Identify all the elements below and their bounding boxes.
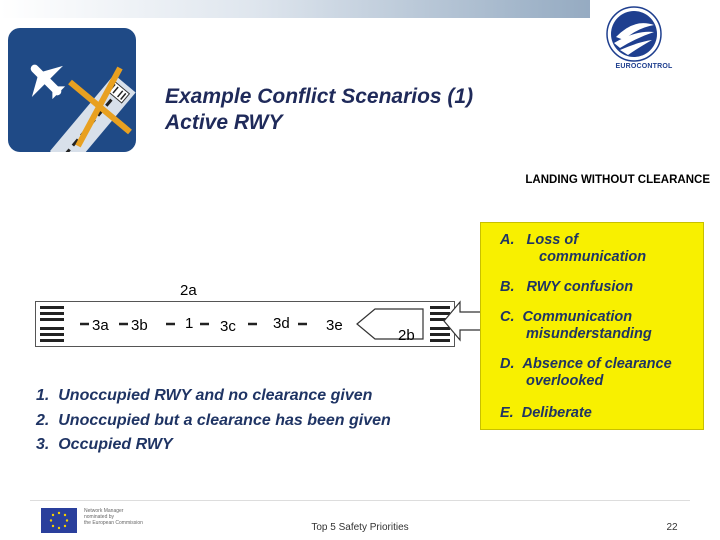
cause-e-letter: E.: [500, 405, 514, 421]
scenario-number: 1.: [36, 387, 50, 404]
position-3d-label: 3d: [273, 315, 290, 332]
scenario-text: Unoccupied RWY and no clearance given: [58, 387, 373, 404]
eu-caption-line-3: the European Commission: [84, 520, 143, 526]
page-number: 22: [666, 522, 678, 533]
cause-e: E. Deliberate: [500, 405, 592, 422]
scenario-item: 3. Occupied RWY: [36, 433, 391, 458]
position-1-label: 1: [185, 315, 194, 332]
cause-d-text: Absence of clearance: [522, 356, 672, 372]
eurocontrol-wordmark: EUROCONTROL: [615, 63, 673, 70]
runway-markings: [40, 306, 450, 342]
cause-d-text-2: overlooked: [526, 373, 604, 389]
cause-c-text: Communication: [522, 309, 633, 325]
runway-incursion-icon: [8, 28, 136, 152]
scenario-number: 2.: [36, 411, 50, 429]
eurocontrol-emblem-icon: [606, 6, 662, 62]
eu-caption-line-1: Network Manager: [84, 508, 124, 514]
scenario-list: 1. Unoccupied RWY and no clearance given…: [36, 384, 391, 458]
scenario-item: 2. Unoccupied but a clearance has been g…: [36, 409, 391, 434]
cause-c: C. Communication misunderstanding: [500, 309, 652, 343]
scenario-item: 1. Unoccupied RWY and no clearance given: [36, 384, 391, 409]
title-line-2: Active RWY: [165, 111, 283, 134]
position-3e-label: 3e: [326, 317, 343, 334]
cause-c-text-2: misunderstanding: [526, 326, 652, 342]
double-arrow: [443, 300, 483, 342]
scenario-text: Unoccupied but a clearance has been give…: [58, 411, 391, 429]
position-3a-label: 3a: [92, 317, 109, 334]
cause-b-letter: B.: [500, 279, 515, 295]
cause-c-letter: C.: [500, 309, 515, 325]
scenario-number: 3.: [36, 436, 50, 453]
position-2b-label: 2b: [398, 327, 415, 344]
footer-divider: [30, 500, 690, 501]
position-2a-label: 2a: [180, 282, 197, 299]
eu-caption-line-2: nominated by: [84, 514, 115, 520]
slide-title: Example Conflict Scenarios (1) Active RW…: [165, 84, 473, 136]
scenario-text: Occupied RWY: [58, 436, 173, 453]
causes-panel: [480, 222, 704, 430]
eurocontrol-logo: [590, 0, 720, 78]
cause-e-text: Deliberate: [521, 405, 592, 421]
cause-d: D. Absence of clearance overlooked: [500, 356, 672, 390]
position-3c-label: 3c: [220, 318, 236, 335]
eu-caption: Network Manager nominated by the Europea…: [84, 508, 143, 526]
slide-subtitle: LANDING WITHOUT CLEARANCE: [525, 174, 710, 186]
footer-title: Top 5 Safety Priorities: [311, 522, 409, 533]
cause-a-text: Loss of: [526, 232, 579, 248]
cause-a: A. Loss of communication: [500, 232, 646, 266]
cause-a-letter: A.: [500, 232, 515, 248]
eu-flag-icon: [41, 508, 77, 533]
cause-d-letter: D.: [500, 356, 515, 372]
cause-b: B. RWY confusion: [500, 279, 633, 296]
cause-a-text-2: communication: [539, 249, 647, 265]
runway-diagram: [35, 301, 455, 347]
cause-b-text: RWY confusion: [526, 279, 634, 295]
title-line-1: Example Conflict Scenarios (1): [165, 85, 474, 108]
position-3b-label: 3b: [131, 317, 148, 334]
top-gradient-band: [0, 0, 720, 18]
